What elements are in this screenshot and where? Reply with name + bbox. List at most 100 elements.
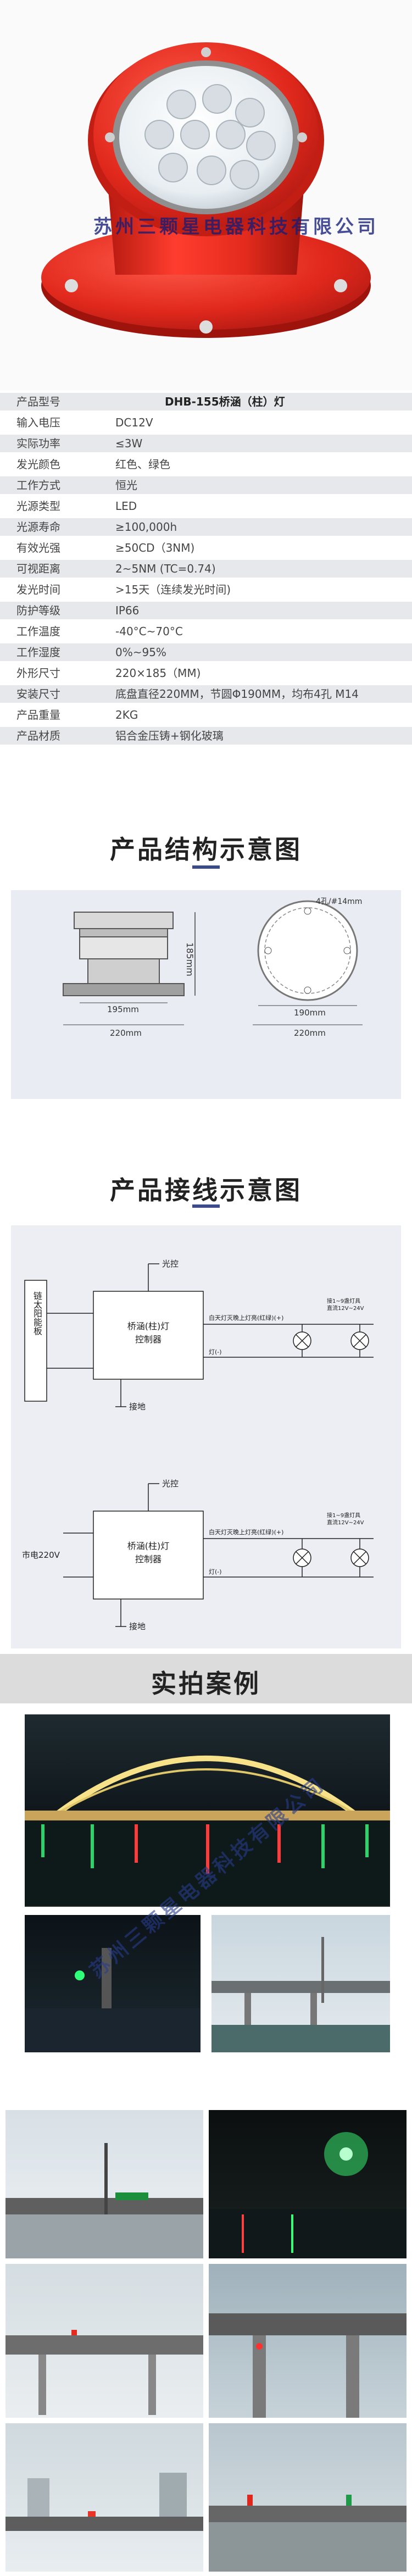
spec-row: 安装尺寸 底盘直径220MM，节圆Φ190MM，均布4孔 M14 xyxy=(0,685,412,703)
structure-section: 产品结构示意图 185mm 195mm 220mm xyxy=(0,764,412,1148)
dim-circle: 190mm xyxy=(294,1008,326,1018)
spec-label: 有效光强 xyxy=(16,541,60,554)
spec-value: 底盘直径220MM，节圆Φ190MM，均布4孔 M14 xyxy=(115,687,359,701)
spec-value: 恒光 xyxy=(115,479,137,492)
spec-value: 0%~95% xyxy=(115,646,166,659)
spec-row: 工作温度 -40°C~70°C xyxy=(0,623,412,640)
structure-diagram-panel: 185mm 195mm 220mm 4孔/#14mm 190mm 220mm xyxy=(11,890,401,1099)
spec-row: 输入电压 DC12V xyxy=(0,414,412,431)
spec-label: 安装尺寸 xyxy=(16,687,60,701)
dim-base-top: 220mm xyxy=(294,1028,326,1038)
spec-row: 产品重量 2KG xyxy=(0,706,412,724)
wiring-top-ground: 接地 xyxy=(129,1402,146,1412)
wiring-bottom-light-note: 接1~9盏灯具 直流12V~24V xyxy=(327,1513,364,1526)
spec-label: 产品型号 xyxy=(16,395,60,408)
spec-value: 2~5NM (TC=0.74) xyxy=(115,562,216,575)
dim-base: 220mm xyxy=(110,1028,142,1038)
spec-value: ≥50CD（3NM) xyxy=(115,541,195,554)
spec-row: 工作方式 恒光 xyxy=(0,476,412,494)
spec-row: 发光颜色 红色、绿色 xyxy=(0,456,412,473)
spec-label: 发光颜色 xyxy=(16,458,60,471)
top-view xyxy=(257,900,358,1001)
spec-label: 防护等级 xyxy=(16,604,60,617)
wiring-bottom-source: 市电220V xyxy=(22,1550,60,1560)
spec-label: 光源寿命 xyxy=(16,520,60,534)
spec-value: ≤3W xyxy=(115,437,143,450)
spec-label: 产品材质 xyxy=(16,729,60,742)
spec-row: 防护等级 IP66 xyxy=(0,602,412,619)
spec-model: DHB-155桥涵（柱）灯 xyxy=(165,395,285,408)
wiring-top-sensor: 光控 xyxy=(162,1259,179,1269)
spec-value: 2KG xyxy=(115,708,138,721)
spec-value: 红色、绿色 xyxy=(115,458,170,471)
spec-value: -40°C~70°C xyxy=(115,625,183,638)
case-photo-river-pole xyxy=(25,1915,201,2052)
spec-row: 可视距离 2~5NM (TC=0.74) xyxy=(0,560,412,578)
cases-title-band xyxy=(0,1654,412,1703)
case-photo-railing xyxy=(209,2423,407,2572)
spec-value: 220×185（MM) xyxy=(115,667,201,680)
dim-inner: 195mm xyxy=(107,1004,139,1014)
spec-label: 发光时间 xyxy=(16,583,60,596)
spec-row: 光源寿命 ≥100,000h xyxy=(0,518,412,536)
wiring-title: 产品接线示意图 xyxy=(110,1175,302,1205)
spec-value: >15天（连续发光时间) xyxy=(115,583,231,596)
spec-header-row: 产品型号 DHB-155桥涵（柱）灯 xyxy=(0,393,412,410)
cases-section: 实拍案例 苏州三颗星电器科技有限公司 xyxy=(0,1654,412,2576)
spec-value: IP66 xyxy=(115,604,140,617)
spec-value: DC12V xyxy=(115,416,153,429)
case-photo-city-bridge xyxy=(5,2423,203,2572)
company-watermark: 苏州三颗星电器科技有限公司 xyxy=(93,216,379,238)
spec-label: 光源类型 xyxy=(16,499,60,513)
case-photo-highway-sign xyxy=(5,2110,203,2258)
spec-label: 产品重量 xyxy=(16,708,60,721)
wiring-bottom-line2: 灯(-) xyxy=(209,1568,222,1575)
structure-diagram: 185mm 195mm 220mm 4孔/#14mm 190mm 220mm xyxy=(63,897,363,1038)
spec-label: 实际功率 xyxy=(16,437,60,450)
title-underline xyxy=(192,1204,220,1208)
wiring-top-source: 链太阳能板 xyxy=(32,1291,42,1335)
side-view xyxy=(63,912,185,996)
wiring-bottom-controller: 桥涵(柱)灯 控制器 xyxy=(127,1541,170,1564)
spec-value: 铝合金压铸+钢化玻璃 xyxy=(115,729,224,742)
wiring-diagram-panel: 光控 接地 白天灯灭晚上灯亮(红绿)(+) 灯(-) 光控 接地 市电220V … xyxy=(11,1225,401,1648)
spec-label: 输入电压 xyxy=(16,416,60,429)
wiring-section: 产品接线示意图 xyxy=(0,1148,412,1654)
spec-label: 工作方式 xyxy=(16,479,60,492)
spec-row: 光源类型 LED xyxy=(0,497,412,515)
spec-label: 工作湿度 xyxy=(16,646,60,659)
wiring-top-line2: 灯(-) xyxy=(209,1348,222,1356)
product-hero: 苏州三颗星电器科技有限公司 xyxy=(0,0,412,390)
spec-value: LED xyxy=(115,499,137,513)
wiring-top xyxy=(24,1263,374,1407)
wiring-diagram: 光控 接地 白天灯灭晚上灯亮(红绿)(+) 灯(-) 光控 接地 市电220V … xyxy=(22,1259,374,1631)
case-photo-bridge-day xyxy=(211,1915,390,2052)
case-photo-bridge-night xyxy=(25,1714,390,1907)
wiring-bottom-line1: 白天灯灭晚上灯亮(红绿)(+) xyxy=(209,1528,283,1536)
product-photo xyxy=(41,42,371,338)
spec-value: ≥100,000h xyxy=(115,520,177,534)
spec-label: 外形尺寸 xyxy=(16,667,60,680)
spec-row: 实际功率 ≤3W xyxy=(0,435,412,452)
wiring-bottom-sensor: 光控 xyxy=(162,1479,179,1489)
spec-row: 外形尺寸 220×185（MM) xyxy=(0,664,412,682)
case-photo-bridge-pillar xyxy=(209,2264,407,2418)
case-photo-night-green xyxy=(209,2110,407,2258)
title-underline xyxy=(192,865,220,869)
wiring-top-line1: 白天灯灭晚上灯亮(红绿)(+) xyxy=(209,1314,283,1322)
hole-note: 4孔/#14mm xyxy=(316,897,362,906)
wiring-bottom-ground: 接地 xyxy=(129,1622,146,1631)
case-photo-overpass xyxy=(5,2264,203,2418)
wiring-top-light-note: 接1~9盏灯具 直流12V~24V xyxy=(327,1298,364,1312)
spec-row: 有效光强 ≥50CD（3NM) xyxy=(0,539,412,557)
spec-row: 产品材质 铝合金压铸+钢化玻璃 xyxy=(0,727,412,745)
spec-label: 可视距离 xyxy=(16,562,60,575)
spec-table: 产品型号 DHB-155桥涵（柱）灯 输入电压 DC12V 实际功率 ≤3W 发光颜色 红… xyxy=(0,390,412,764)
cases-title: 实拍案例 xyxy=(151,1669,261,1698)
wiring-top-controller: 桥涵(柱)灯 控制器 xyxy=(127,1321,170,1345)
spec-row: 工作湿度 0%~95% xyxy=(0,643,412,661)
structure-title: 产品结构示意图 xyxy=(110,835,302,864)
spec-label: 工作温度 xyxy=(16,625,60,638)
dim-height: 185mm xyxy=(185,942,195,976)
wiring-bottom xyxy=(63,1483,374,1627)
